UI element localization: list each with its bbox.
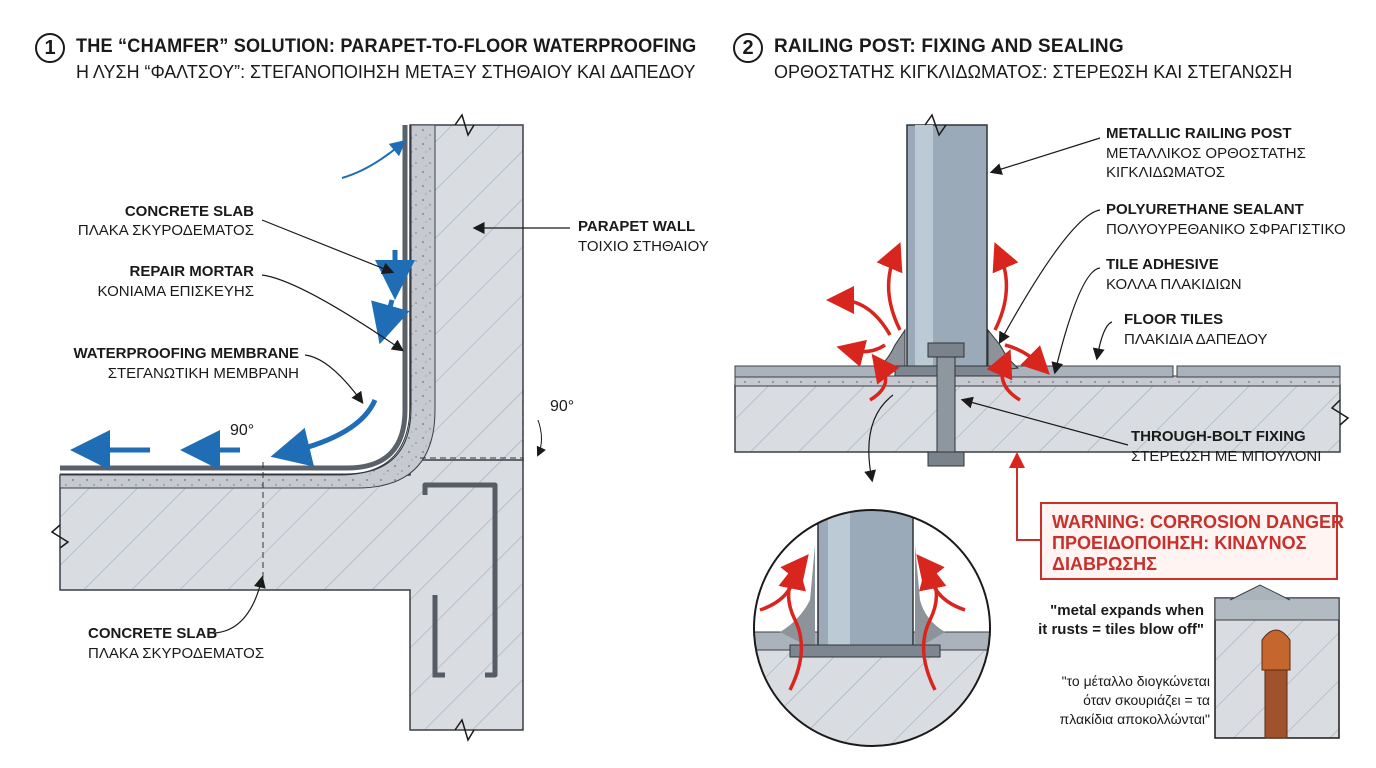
label-angle-right: 90° <box>550 398 575 415</box>
label-floor-tiles-gr: ΠΛΑΚΙΔΙΑ ΔΑΠΕΔΟΥ <box>1124 331 1268 348</box>
through-bolt-shape <box>936 347 956 454</box>
corrosion-inset <box>1214 584 1340 739</box>
panel1-number-badge: 1 <box>35 33 65 63</box>
label-parapet-wall-gr: ΤΟΙΧΙΟ ΣΤΗΘΑΙΟΥ <box>578 238 709 255</box>
label-concrete-slab-top-gr: ΠΛΑΚΑ ΣΚΥΡΟΔΕΜΑΤΟΣ <box>77 222 254 239</box>
panel2-number-badge: 2 <box>733 33 763 63</box>
label-railing-post-gr-1: ΜΕΤΑΛΛΙΚΟΣ ΟΡΘΟΣΤΑΤΗΣ <box>1106 145 1306 162</box>
concrete-slab-shape <box>59 457 524 731</box>
quote-en-line-1: "metal expands when <box>1050 602 1204 619</box>
panel1-title: THE “CHAMFER” SOLUTION: PARAPET-TO-FLOOR… <box>76 36 697 57</box>
label-through-bolt-gr: ΣΤΕΡΕΩΣΗ ΜΕ ΜΠΟΥΛΟΝΙ <box>1131 448 1322 465</box>
warning-line-3: ΔΙΑΒΡΩΣΗΣ <box>1052 554 1157 574</box>
label-polyurethane-sealant-gr: ΠΟΛΥΟΥΡΕΘΑΝΙΚΟ ΣΦΡΑΓΙΣΤΙΚΟ <box>1106 221 1346 238</box>
floor-tile-right <box>1007 365 1174 378</box>
label-through-bolt: THROUGH-BOLT FIXING <box>1131 428 1306 445</box>
label-floor-tiles: FLOOR TILES <box>1124 311 1224 328</box>
warning-line-2: ΠΡΟΕΙΔΟΠΟΙΗΣΗ: ΚΙΝΔΥΝΟΣ <box>1052 533 1307 553</box>
membrane-line <box>60 125 408 471</box>
rebar-shape <box>422 482 498 678</box>
panel1-subtitle: Η ΛΥΣΗ “ΦΑΛΤΣΟΥ”: ΣΤΕΓΑΝΟΠΟΙΗΣΗ ΜΕΤΑΞΥ Σ… <box>76 62 696 82</box>
label-parapet-wall: PARAPET WALL <box>578 218 696 235</box>
label-waterproofing-membrane: WATERPROOFING MEMBRANE <box>73 345 299 362</box>
label-repair-mortar: REPAIR MORTAR <box>129 263 254 280</box>
quote-gr-line-3: πλακίδια αποκολλώνται" <box>1059 711 1210 727</box>
label-railing-post: METALLIC RAILING POST <box>1106 125 1292 142</box>
repair-mortar-shape <box>59 124 436 489</box>
label-railing-post-gr-2: ΚΙΓΚΛΙΔΩΜΑΤΟΣ <box>1106 164 1226 181</box>
detail-circle <box>754 510 990 746</box>
label-angle-left: 90° <box>230 422 255 439</box>
quote-en-line-2: it rusts = tiles blow off" <box>1038 621 1204 638</box>
label-concrete-slab-top: CONCRETE SLAB <box>124 203 254 220</box>
corrosion-warning-box: WARNING: CORROSION DANGER ΠΡΟΕΙΔΟΠΟΙΗΣΗ:… <box>1040 502 1344 580</box>
label-tile-adhesive-gr: ΚΟΛΛΑ ΠΛΑΚΙΔΙΩΝ <box>1106 276 1242 293</box>
label-concrete-slab-bottom-gr: ΠΛΑΚΑ ΣΚΥΡΟΔΕΜΑΤΟΣ <box>88 645 265 662</box>
panel1-drawing <box>50 113 570 742</box>
floor-tile-left <box>734 365 886 378</box>
panel2-subtitle: ΟΡΘΟΣΤΑΤΗΣ ΚΙΓΚΛΙΔΩΜΑΤΟΣ: ΣΤΕΡΕΩΣΗ ΚΑΙ Σ… <box>774 62 1293 82</box>
quote-gr-line-1: "το μέταλλο διογκώνεται <box>1061 673 1210 689</box>
label-waterproofing-membrane-gr: ΣΤΕΓΑΝΩΤΙΚΗ ΜΕΜΒΡΑΝΗ <box>107 365 299 382</box>
label-concrete-slab-bottom: CONCRETE SLAB <box>88 625 218 642</box>
warning-line-1: WARNING: CORROSION DANGER <box>1052 512 1344 532</box>
label-repair-mortar-gr: ΚΟΝΙΑΜΑ ΕΠΙΣΚΕΥΗΣ <box>97 283 254 300</box>
panel2-title: RAILING POST: FIXING AND SEALING <box>774 36 1124 57</box>
quote-gr-line-2: όταν σκουριάζει = τα <box>1083 692 1210 708</box>
panel2-drawing <box>734 113 1350 747</box>
floor-tile-far <box>1176 365 1341 378</box>
label-polyurethane-sealant: POLYURETHANE SEALANT <box>1106 201 1304 218</box>
label-tile-adhesive: TILE ADHESIVE <box>1106 256 1219 273</box>
